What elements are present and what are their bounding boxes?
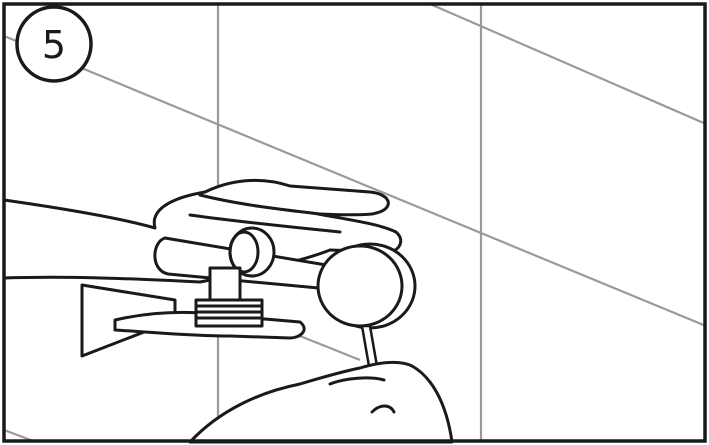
grout-diagonal-top bbox=[430, 4, 706, 124]
holder-disc bbox=[318, 244, 415, 328]
nut-stem bbox=[210, 268, 240, 300]
step-badge: 5 bbox=[17, 7, 91, 81]
lower-hand bbox=[190, 362, 452, 442]
holder-disc-inner bbox=[318, 246, 402, 326]
step-number: 5 bbox=[42, 23, 66, 67]
lower-hand-palm bbox=[190, 362, 452, 442]
